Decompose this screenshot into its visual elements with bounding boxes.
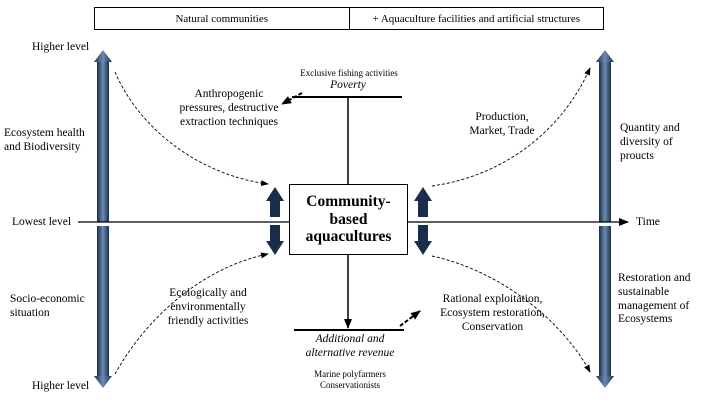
header-natural-communities: Natural communities [175, 12, 269, 25]
time-label: Time [636, 216, 660, 228]
poverty-label: Poverty [330, 79, 366, 91]
curve-upper-right [431, 67, 591, 187]
left-bottom-higher-level: Higher level [32, 380, 90, 392]
header-table: Natural communities + Aquaculture facili… [94, 7, 604, 30]
additional-revenue-label: Additional and alternative revenue [305, 333, 395, 359]
curve-lower-left [114, 252, 269, 375]
header-aquaculture-facilities: + Aquaculture facilities and artificial … [348, 8, 604, 29]
anthropogenic-pressures-note: Anthropogenic pressures, destructive ext… [179, 88, 279, 128]
left-small-double-arrow [266, 187, 284, 255]
arrow-to-anthropogenic [281, 92, 303, 105]
production-market-note: Production, Market, Trade [469, 111, 535, 137]
arrow-to-rational [399, 310, 421, 327]
ecologically-friendly-note: Ecologically and environmentally friendl… [167, 287, 249, 327]
right-axis-double-arrow [596, 50, 614, 388]
curve-lower-right [431, 255, 591, 373]
left-top-higher-level: Higher level [32, 41, 90, 53]
exclusive-fishing-label: Exclusive fishing activities [300, 68, 398, 78]
ecosystem-health-label: Ecosystem health and Biodiversity [4, 127, 85, 153]
center-box-line-3: aquacultures [305, 228, 392, 246]
lowest-level-label: Lowest level [12, 216, 72, 228]
socio-economic-label: Socio-economic situation [10, 293, 85, 319]
rational-exploitation-note: Rational exploitation, Ecosystem restora… [440, 293, 545, 333]
right-small-double-arrow [414, 187, 432, 255]
left-axis-double-arrow [94, 50, 112, 388]
curve-upper-left [114, 71, 269, 187]
restoration-management-label: Restoration and sustainable management o… [618, 272, 691, 326]
community-based-aquacultures-box: Community- based aquacultures [289, 184, 408, 255]
center-box-line-1: Community- [306, 193, 391, 211]
quantity-diversity-label: Quantity and diversity of proucts [620, 122, 680, 162]
marine-polyfarmers-label: Marine polyfarmers Conservationists [314, 369, 386, 390]
center-box-line-2: based [329, 210, 368, 228]
